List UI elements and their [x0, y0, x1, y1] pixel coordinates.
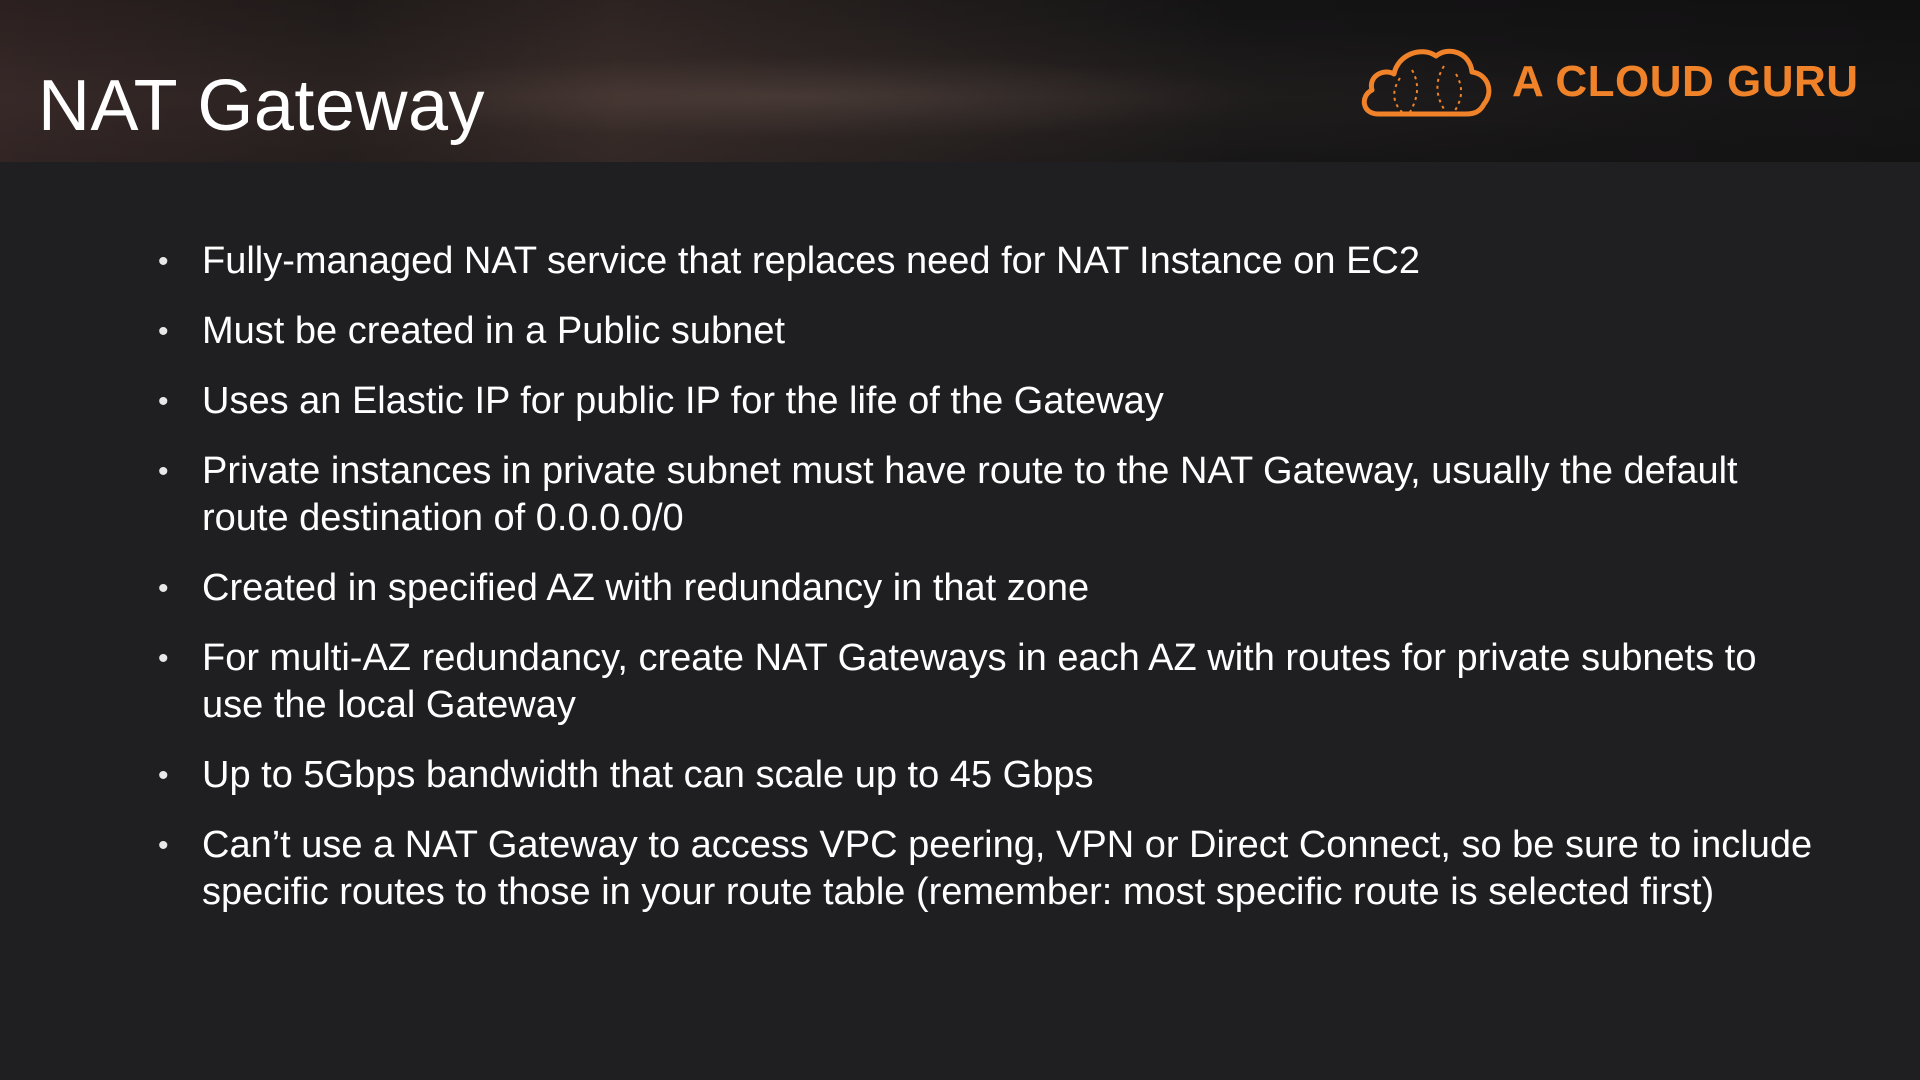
- bullet-text: Fully-managed NAT service that replaces …: [202, 240, 1421, 282]
- header-overlay: [0, 0, 1920, 162]
- slide-title: NAT Gateway: [38, 66, 485, 146]
- bullet-dot: •: [158, 315, 169, 348]
- bullet-text: Created in specified AZ with redundancy …: [202, 567, 1090, 609]
- slide-header: NAT Gateway A CLOUD GURU: [0, 0, 1920, 162]
- header-background-photo: [0, 0, 1920, 162]
- bullet-dot: •: [158, 829, 169, 862]
- bullet-dot: •: [158, 642, 169, 675]
- bullet-dot: •: [158, 572, 169, 605]
- list-item: • For multi-AZ redundancy, create NAT Ga…: [158, 635, 1818, 729]
- list-item: • Up to 5Gbps bandwidth that can scale u…: [158, 752, 1818, 799]
- cloud-icon: [1361, 48, 1492, 117]
- list-item: • Fully-managed NAT service that replace…: [158, 238, 1818, 285]
- bullet-text: For multi-AZ redundancy, create NAT Gate…: [202, 637, 1757, 726]
- list-item: • Private instances in private subnet mu…: [158, 448, 1818, 542]
- bullet-text: Private instances in private subnet must…: [202, 450, 1738, 539]
- bullet-list: • Fully-managed NAT service that replace…: [158, 238, 1818, 939]
- bullet-dot: •: [158, 455, 169, 488]
- list-item: • Created in specified AZ with redundanc…: [158, 565, 1818, 612]
- brand-logo-text: A CLOUD GURU: [1512, 57, 1859, 106]
- bullet-text: Up to 5Gbps bandwidth that can scale up …: [202, 754, 1094, 796]
- list-item: • Can’t use a NAT Gateway to access VPC …: [158, 822, 1818, 916]
- bullet-dot: •: [158, 385, 169, 418]
- bullet-text: Must be created in a Public subnet: [202, 310, 786, 352]
- bullet-text: Uses an Elastic IP for public IP for the…: [202, 380, 1164, 422]
- bullet-dot: •: [158, 245, 169, 278]
- list-item: • Uses an Elastic IP for public IP for t…: [158, 378, 1818, 425]
- list-item: • Must be created in a Public subnet: [158, 308, 1818, 355]
- bullet-text: Can’t use a NAT Gateway to access VPC pe…: [202, 824, 1813, 913]
- brand-logo: A CLOUD GURU: [1356, 40, 1859, 124]
- bullet-dot: •: [158, 759, 169, 792]
